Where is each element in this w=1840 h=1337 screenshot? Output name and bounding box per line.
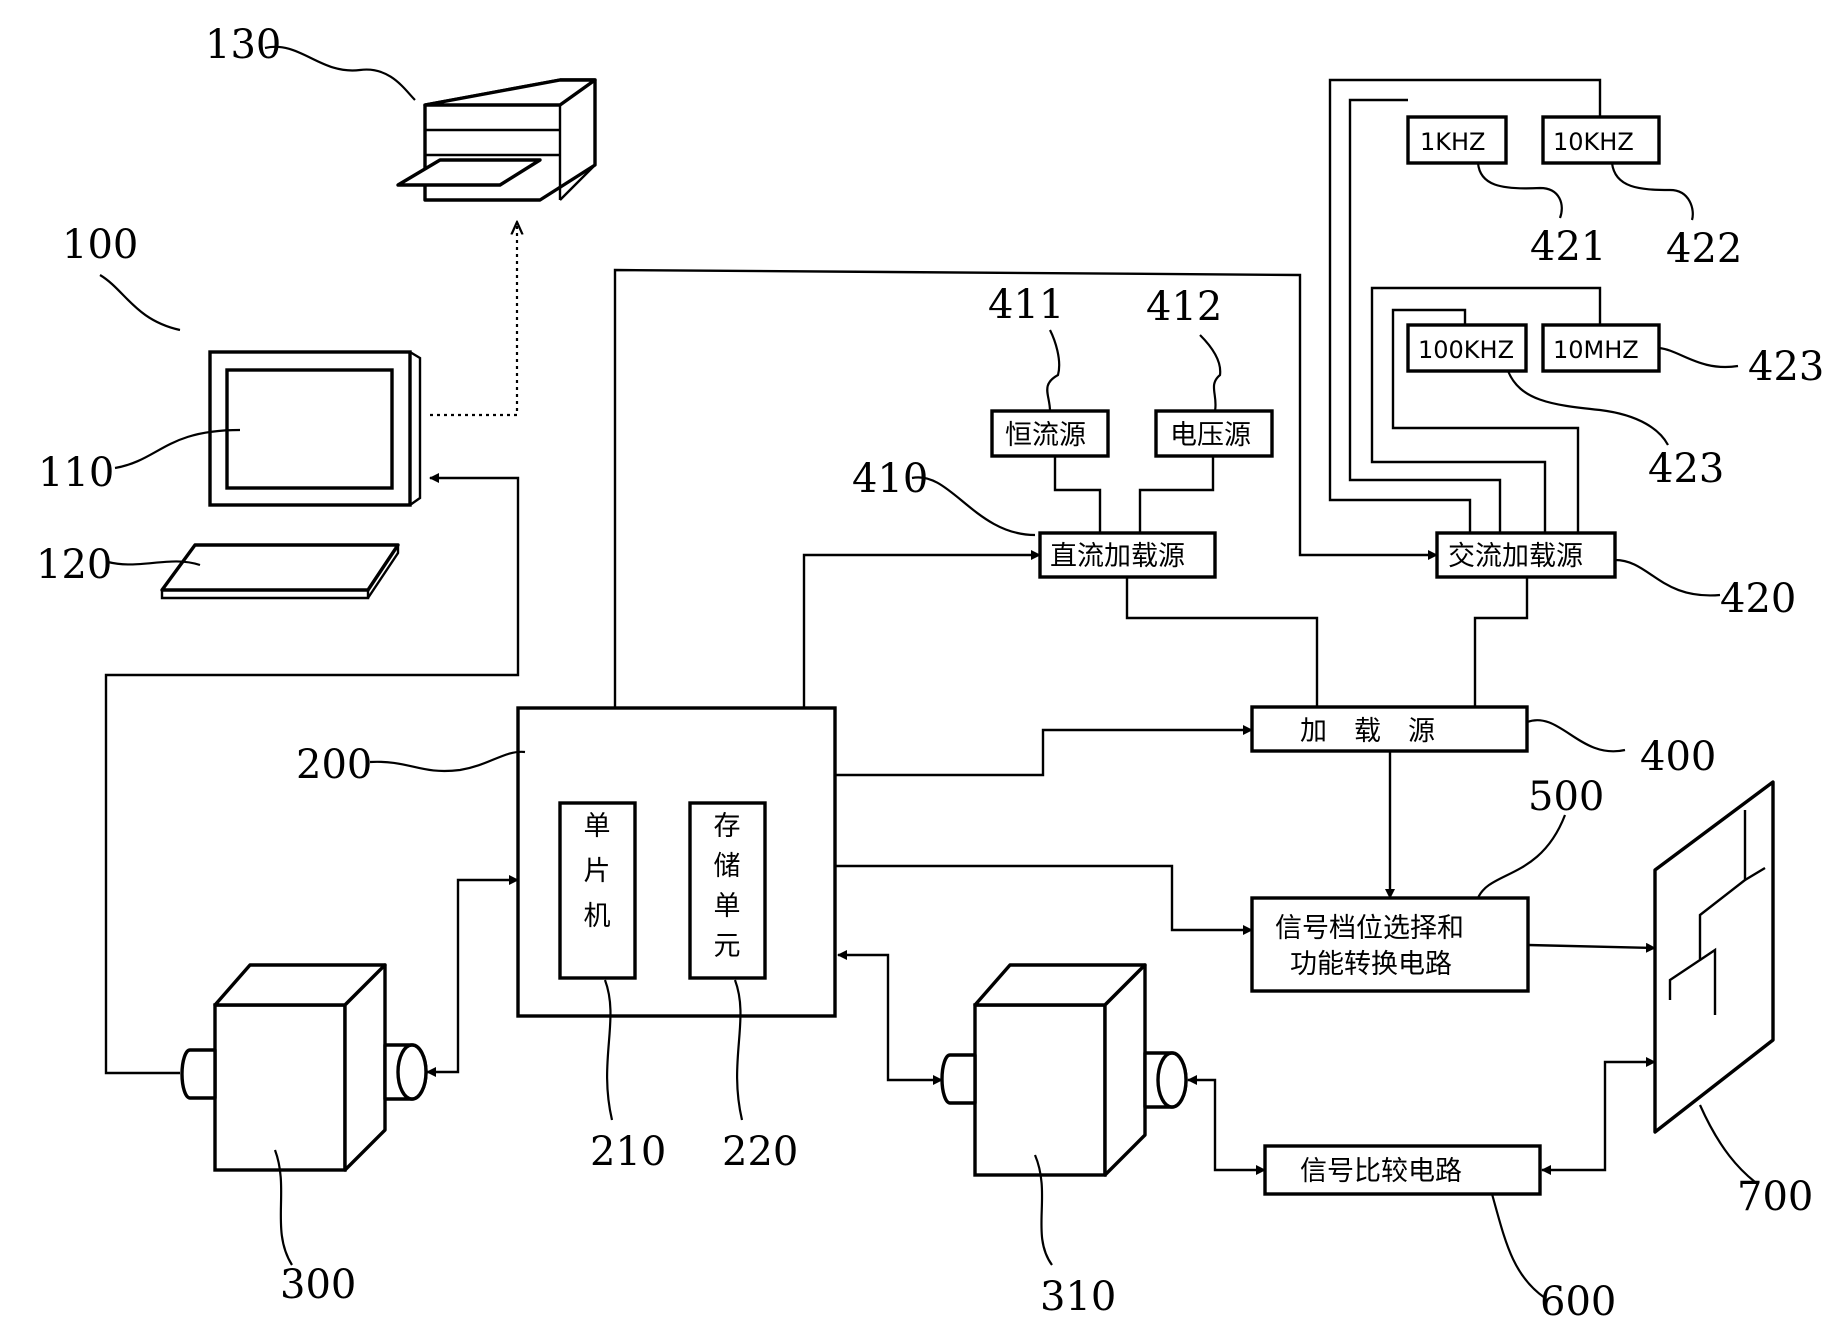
dc-load-label: 直流加载源 (1050, 541, 1185, 572)
signal-compare-label: 信号比较电路 (1300, 1156, 1462, 1187)
leader-500 (1476, 814, 1567, 899)
leader-700 (1698, 1104, 1756, 1183)
leader-130 (264, 45, 416, 101)
leader-110 (114, 428, 241, 470)
dotted-link-printer (430, 222, 517, 417)
leader-420 (1614, 558, 1721, 597)
leader-423a (1658, 346, 1739, 369)
storage-char-1: 存 (714, 811, 741, 842)
leader-411 (1046, 329, 1061, 412)
ref-300: 300 (280, 1262, 356, 1308)
mcu-char-3: 机 (584, 901, 611, 932)
ref-200: 200 (296, 742, 372, 788)
signal-compare-circuit-600 (1263, 1144, 1542, 1196)
mcu-char-1: 单 (584, 811, 611, 842)
ref-422: 422 (1666, 226, 1742, 272)
ref-120: 120 (36, 542, 112, 588)
printer-130 (396, 78, 597, 202)
wire-main-load (835, 725, 1253, 777)
leader-410 (911, 476, 1036, 537)
wire-main-range (835, 864, 1253, 935)
ref-420: 420 (1720, 576, 1796, 622)
signal-range-label-2: 功能转换电路 (1290, 949, 1452, 980)
ref-421: 421 (1530, 224, 1606, 270)
ref-400: 400 (1640, 734, 1716, 780)
signal-range-circuit-500 (1250, 896, 1530, 993)
leader-210 (603, 979, 614, 1121)
ref-410: 410 (852, 456, 928, 502)
wire-main-ac (613, 268, 1438, 708)
leader-310 (1033, 1154, 1053, 1266)
leader-422 (1610, 162, 1694, 221)
storage-char-3: 单 (714, 891, 741, 922)
leader-120 (107, 560, 201, 567)
pcb-board-700 (1653, 780, 1775, 1134)
freq-1khz-label: 1KHZ (1420, 128, 1486, 156)
wire-ac-load (1473, 577, 1529, 707)
camera-310 (940, 963, 1188, 1177)
wire-range-pcb (1527, 942, 1656, 953)
wire-412-dc (1138, 456, 1215, 533)
constant-current-label: 恒流源 (1005, 420, 1086, 451)
dc-load-source-410 (1038, 531, 1217, 579)
wire-camera-to-monitor (104, 473, 520, 1075)
freq-10mhz-label: 10MHZ (1553, 336, 1639, 364)
ref-220: 220 (722, 1129, 798, 1175)
leader-423b (1506, 370, 1669, 446)
ref-500: 500 (1528, 774, 1604, 820)
constant-current-source-411 (990, 409, 1110, 458)
monitor-110 (208, 350, 422, 507)
ac-load-label: 交流加载源 (1448, 541, 1583, 572)
wire-100khz-ac (1391, 308, 1580, 533)
leader-600 (1490, 1193, 1546, 1299)
ref-411: 411 (988, 282, 1064, 328)
wire-dc-load (1125, 577, 1319, 707)
camera-300 (180, 963, 428, 1172)
leader-400 (1526, 719, 1626, 753)
keyboard-120 (160, 543, 400, 600)
ref-130: 130 (205, 22, 281, 68)
leader-100 (99, 274, 181, 332)
ref-210: 210 (590, 1129, 666, 1175)
storage-char-2: 储 (714, 851, 741, 882)
freq-100khz-label: 100KHZ (1418, 336, 1514, 364)
ref-110: 110 (38, 450, 114, 496)
leader-200 (369, 750, 526, 773)
ref-423-b: 423 (1648, 446, 1724, 492)
wire-10khz-ac (1328, 78, 1602, 533)
leader-300 (273, 1149, 293, 1266)
ref-412: 412 (1146, 284, 1222, 330)
wire-411-dc (1053, 456, 1102, 533)
voltage-source-label: 电压源 (1170, 420, 1251, 451)
wire-10mhz-ac (1370, 286, 1602, 533)
ref-700: 700 (1737, 1174, 1813, 1220)
ref-100: 100 (62, 222, 138, 268)
main-control-box-200 (516, 706, 837, 1018)
freq-10khz-label: 10KHZ (1553, 128, 1634, 156)
ref-600: 600 (1540, 1279, 1616, 1325)
freq-1khz-421 (1406, 115, 1508, 165)
freq-100khz-423 (1406, 323, 1528, 373)
signal-range-label-1: 信号档位选择和 (1275, 913, 1464, 944)
wire-camera300-main (426, 875, 519, 1077)
ref-423-a: 423 (1748, 344, 1824, 390)
wire-main-camera310 (837, 950, 943, 1085)
mcu-char-2: 片 (584, 856, 611, 887)
leader-412 (1199, 334, 1222, 412)
load-source-label: 加 载 源 (1300, 716, 1435, 747)
wire-camera310-compare (1187, 1075, 1266, 1175)
leader-220 (733, 979, 744, 1121)
leader-421 (1476, 162, 1563, 219)
storage-char-4: 元 (714, 931, 741, 962)
wire-compare-pcb (1541, 1057, 1656, 1175)
ref-310: 310 (1040, 1274, 1116, 1320)
wire-1khz-ac (1348, 98, 1502, 533)
voltage-source-412 (1154, 409, 1274, 458)
wire-main-dc (802, 550, 1041, 708)
